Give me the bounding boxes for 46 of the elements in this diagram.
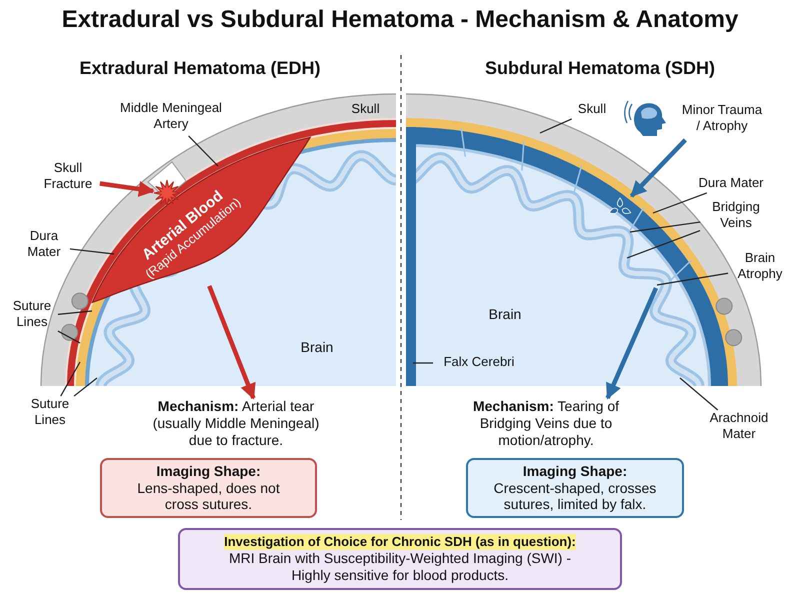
leader-line <box>656 272 728 286</box>
box-text: MRI Brain with Susceptibility-Weighted Imaging (SWI) - Highly sensitive for blood products. <box>228 550 572 584</box>
leader-line <box>70 248 114 255</box>
callout-label: Skull <box>571 101 613 119</box>
box-text: Crescent-shaped, crosses sutures, limited by falx. <box>492 480 658 514</box>
callout-label: Minor Trauma / Atrophy <box>680 102 764 140</box>
leader-line <box>652 192 708 214</box>
callout-label: Dura Mater <box>18 228 70 264</box>
leader-line <box>680 378 718 410</box>
callout-label: Arachnoid Mater <box>700 410 778 446</box>
part-label: Skull <box>350 101 381 116</box>
leader-line <box>58 330 80 344</box>
arrow <box>630 138 687 198</box>
leader-line <box>60 362 81 396</box>
box-text: Lens-shaped, does not cross sutures. <box>136 480 281 514</box>
box-heading: Imaging Shape: <box>156 462 261 480</box>
mechanism-text: Mechanism: Tearing of Bridging Veins due to motion/atrophy. <box>462 398 630 452</box>
callout-label: Middle Meningeal Artery <box>110 100 232 136</box>
part-label: Brain <box>300 339 334 355</box>
arrow <box>100 181 155 197</box>
info-box <box>178 528 622 590</box>
box-heading: Imaging Shape: <box>522 462 628 480</box>
leader-line <box>540 118 572 134</box>
callout-label: Suture Lines <box>22 396 78 434</box>
callout-label: Brain Atrophy <box>728 250 792 286</box>
section-heading: Subdural Hematoma (SDH) <box>484 58 716 79</box>
leader-line <box>74 378 98 397</box>
title: Extradural vs Subdural Hematoma - Mechanism & Anatomy <box>60 6 740 34</box>
info-box <box>466 458 684 518</box>
callout-label: Dura Mater <box>688 175 774 193</box>
part-label: Brain <box>488 306 522 322</box>
arrow <box>606 287 658 400</box>
callout-label: Bridging Veins <box>700 199 772 235</box>
arrow <box>207 285 256 400</box>
leader-line <box>58 310 92 315</box>
leader-line <box>188 136 218 166</box>
mechanism-text: Mechanism: Arterial tear (usually Middle Meningeal) due to fracture. <box>143 398 329 452</box>
box-heading: Investigation of Choice for Chronic SDH (as in question): <box>224 534 576 550</box>
callout-label: Suture Lines <box>6 298 58 336</box>
leader-line <box>630 221 700 233</box>
section-heading: Extradural Hematoma (EDH) <box>78 58 322 79</box>
callout-label: Skull Fracture <box>36 160 100 198</box>
leader-line <box>413 362 434 364</box>
leader-line <box>626 230 700 259</box>
info-box <box>100 458 317 518</box>
callout-label: Falx Cerebri <box>433 354 525 372</box>
